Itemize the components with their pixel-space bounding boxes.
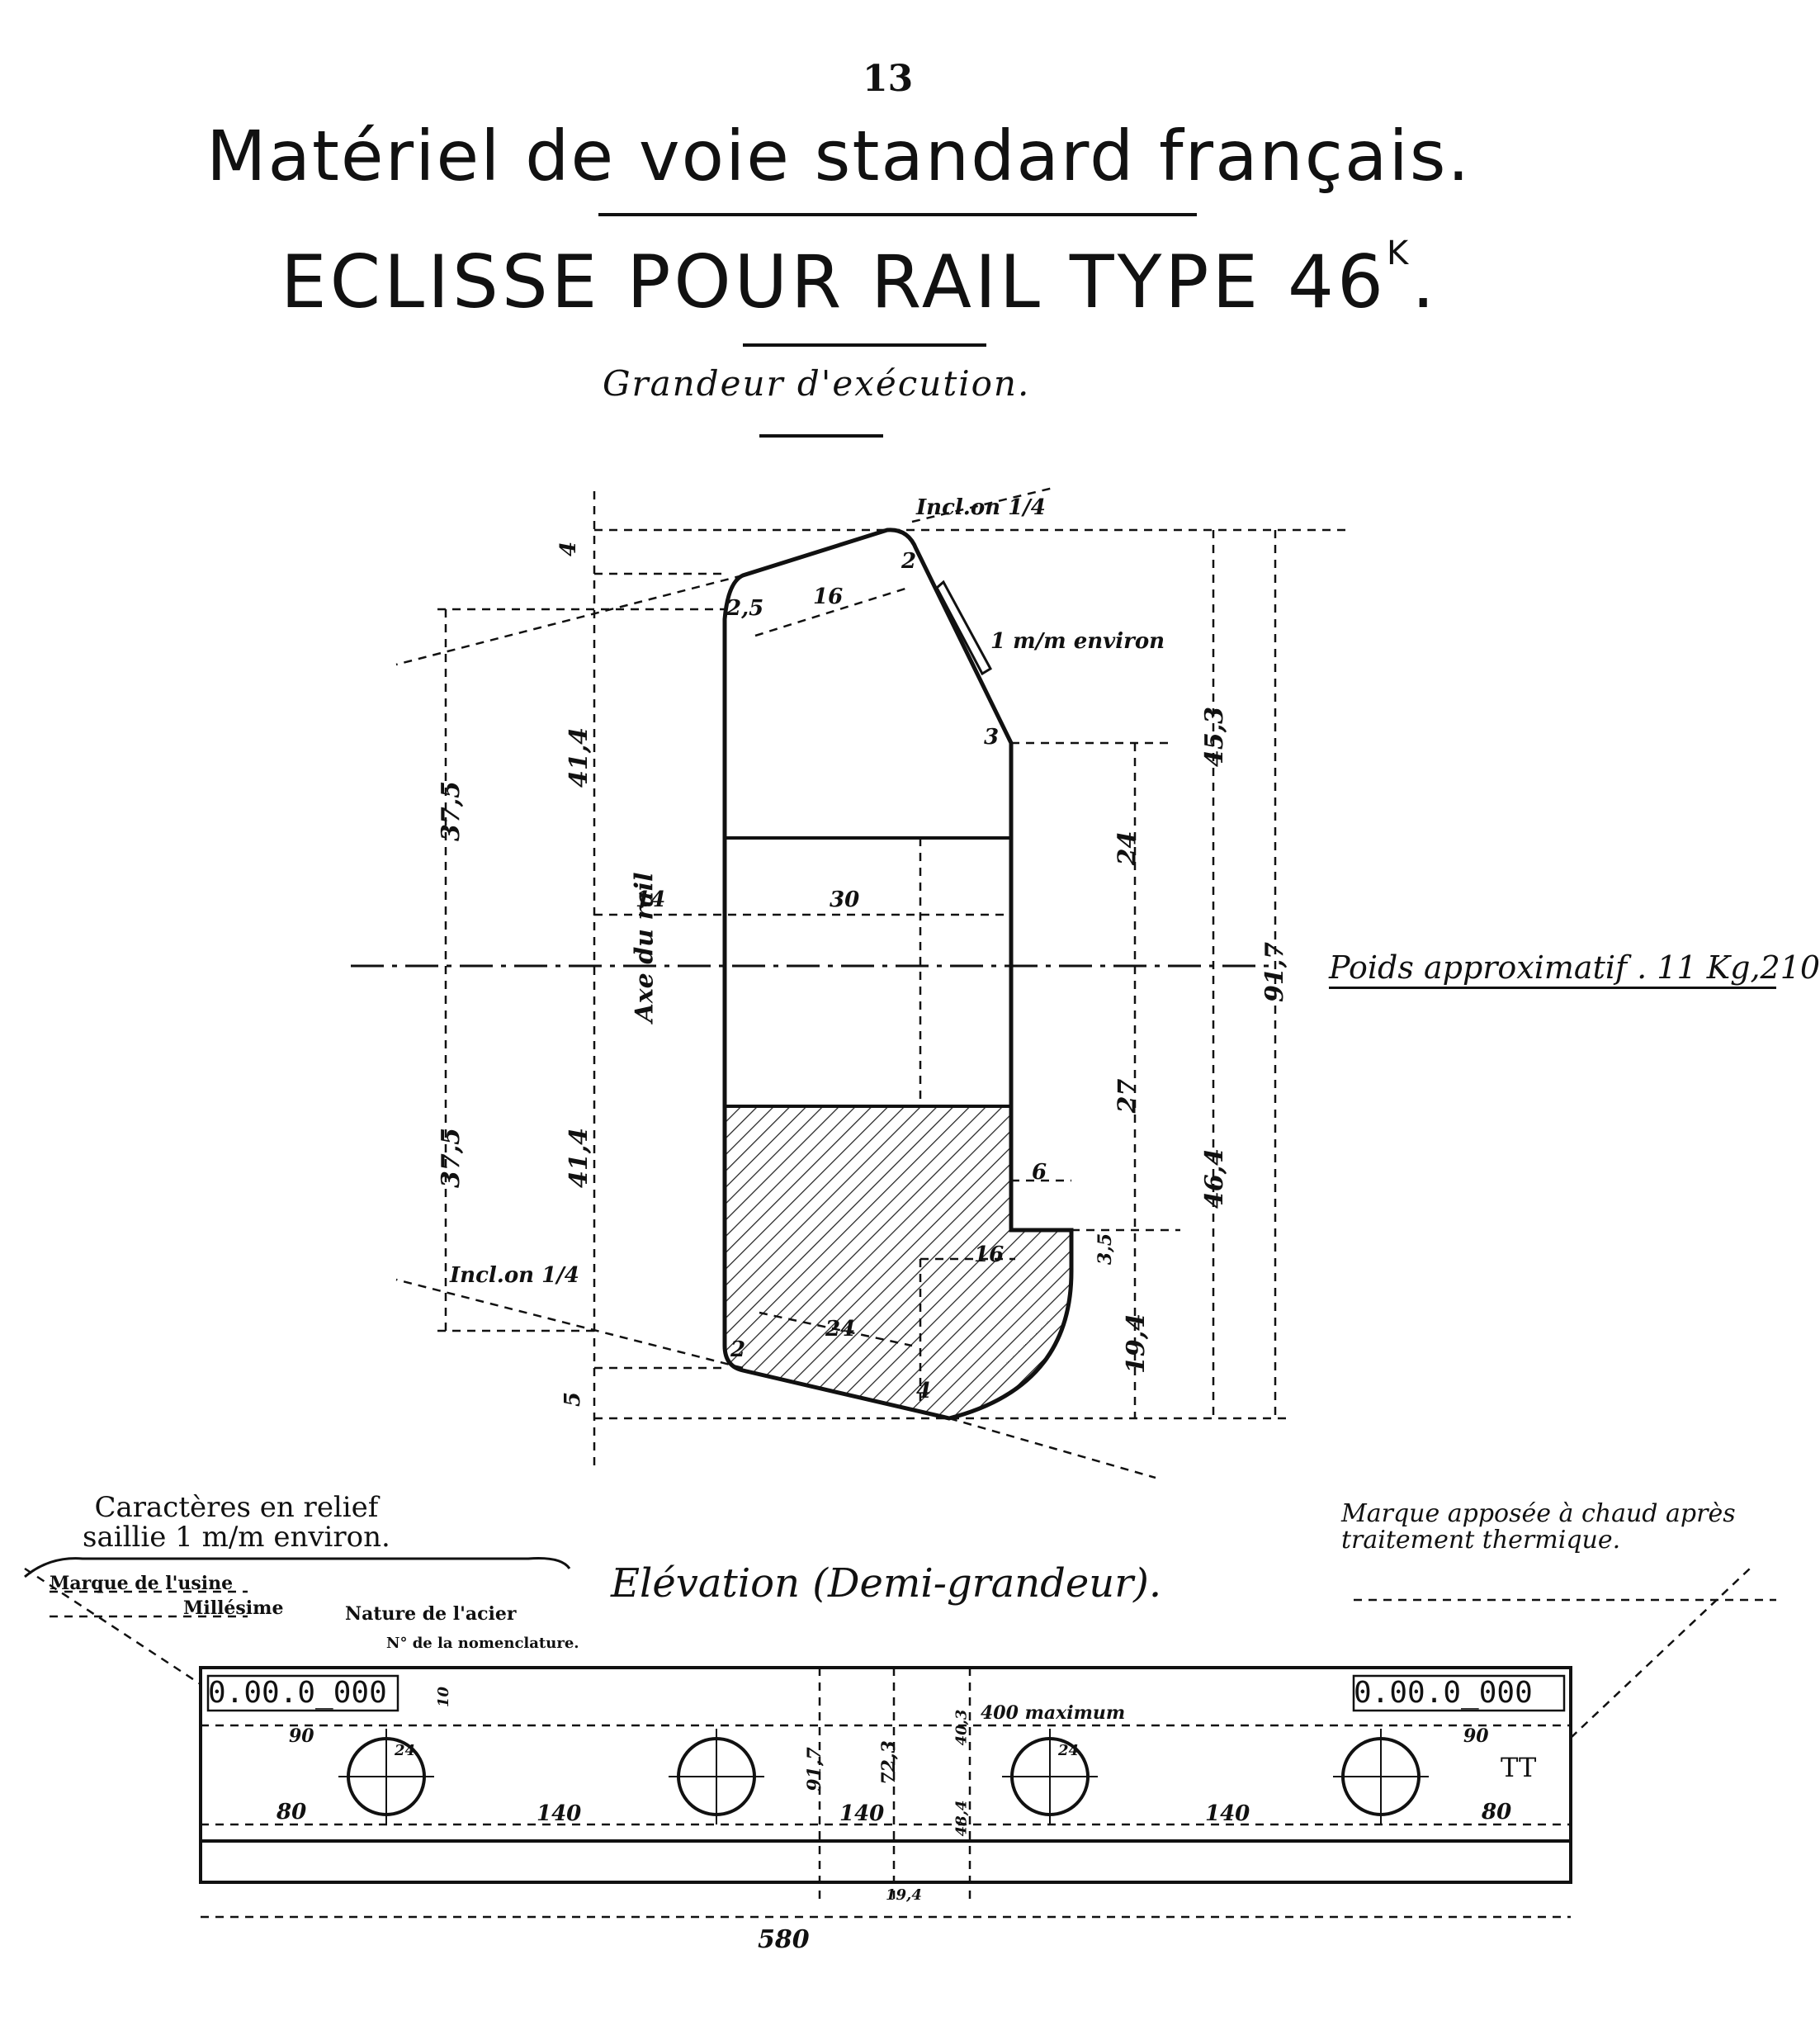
dim-2-5: 2,5 [726, 596, 764, 621]
elev-dim-19-4: 19,4 [886, 1886, 922, 1904]
scale-note: Grandeur d'exécution. [603, 363, 1031, 404]
dim-24: 24 [1113, 831, 1142, 866]
page-title: Matériel de voie standard français. [206, 116, 1472, 196]
weight-label: Poids approximatif . 11 Kg,210 [1329, 949, 1820, 986]
dim-2: 2 [901, 549, 917, 574]
dim-46-4: 46,4 [1200, 1148, 1230, 1209]
dim-30: 30 [830, 887, 860, 912]
page-number: 13 [863, 58, 914, 100]
elev-dim-24-b: 24 [1058, 1742, 1080, 1759]
elev-dim-72-3: 72,3 [877, 1740, 900, 1785]
technical-drawing [24, 213, 1776, 1919]
nomenclature-label: N° de la nomenclature. [386, 1635, 579, 1652]
dim-4-bottom: 4 [916, 1379, 932, 1403]
drawing-subtitle: ECLISSE POUR RAIL TYPE 46K. [281, 234, 1439, 324]
elev-dim-140-b: 140 [839, 1801, 885, 1826]
dim-3: 3 [984, 725, 1000, 750]
mark-left: 0.00.0_000 [208, 1676, 387, 1710]
thermal-label: Marque apposée à chaud après traitement … [1341, 1501, 1736, 1554]
section-dimension-lines [395, 485, 1345, 1479]
usine-label: Marque de l'usine [50, 1573, 234, 1594]
elevation-outline [199, 1666, 1572, 1884]
dim-45-3: 45,3 [1200, 706, 1230, 768]
dim-41-4-top: 41,4 [565, 726, 594, 788]
dim-91-7: 91,7 [1260, 941, 1290, 1003]
elev-dim-40-3: 40,3 [953, 1709, 971, 1746]
thermal-line-2: traitement thermique. [1341, 1526, 1621, 1555]
elev-dim-580: 580 [758, 1925, 810, 1954]
nature-acier-label: Nature de l'acier [345, 1603, 517, 1625]
raised-strip [935, 580, 993, 676]
hatched-section [725, 1106, 1071, 1418]
dim-27: 27 [1113, 1078, 1142, 1114]
incl-top-label: Incl.on 1/4 [916, 495, 1046, 520]
title-underlines [598, 213, 1197, 438]
mark-tt: TT [1501, 1752, 1537, 1783]
dim-37-5-top: 37,5 [437, 780, 466, 842]
dim-16-top: 16 [813, 584, 844, 609]
dim-5: 5 [560, 1391, 586, 1408]
mark-boxes [206, 1674, 1566, 1712]
elev-dim-91-7: 91,7 [803, 1747, 825, 1791]
elev-dim-24-a: 24 [395, 1742, 416, 1759]
relief-label: Caractères en relief saillie 1 m/m envir… [83, 1493, 390, 1552]
elev-dim-10: 10 [435, 1686, 453, 1708]
elevation-dimension-lines [24, 1567, 1776, 1919]
weight-underline [1329, 987, 1776, 989]
incl-bottom-label: Incl.on 1/4 [450, 1263, 579, 1288]
dim-19-4: 19,4 [1122, 1313, 1151, 1375]
environ-note: 1 m/m environ [990, 629, 1165, 654]
elev-dim-80-right: 80 [1482, 1800, 1512, 1824]
thermal-line-1: Marque apposée à chaud après [1341, 1499, 1736, 1528]
subtitle-superscript: K [1387, 234, 1412, 272]
hole-centerlines [338, 1729, 1429, 1824]
elev-dim-140-a: 140 [537, 1801, 582, 1826]
dim-37-5-bottom: 37,5 [437, 1127, 466, 1189]
dim-41-4-bottom: 41,4 [565, 1127, 594, 1189]
elev-dim-90-left: 90 [289, 1725, 314, 1747]
mark-right: 0.00.0_000 [1354, 1676, 1533, 1710]
dim-16-bottom: 16 [974, 1242, 1005, 1267]
millesime-label: Millésime [183, 1597, 284, 1619]
dim-4: 4 [556, 541, 582, 557]
relief-bracket [24, 1557, 571, 1578]
subtitle-main: ECLISSE POUR RAIL TYPE 46 [281, 239, 1387, 324]
dim-3-5: 3,5 [1094, 1233, 1117, 1266]
subtitle-end: . [1411, 239, 1439, 324]
elev-dim-80-left: 80 [277, 1800, 307, 1824]
relief-line-1: Caractères en relief [94, 1491, 379, 1524]
elevation-title: Elévation (Demi-grandeur). [611, 1560, 1162, 1607]
max-note: 400 maximum [981, 1702, 1126, 1724]
elev-dim-48-4: 48,4 [953, 1800, 971, 1837]
elev-dim-90-right: 90 [1463, 1725, 1489, 1747]
dim-14: 14 [636, 887, 666, 912]
dim-2-bottom: 2 [730, 1337, 746, 1362]
relief-line-2: saillie 1 m/m environ. [83, 1521, 390, 1554]
dim-6: 6 [1032, 1160, 1047, 1185]
elev-dim-140-c: 140 [1205, 1801, 1250, 1826]
dim-24-bottom: 24 [825, 1317, 856, 1342]
